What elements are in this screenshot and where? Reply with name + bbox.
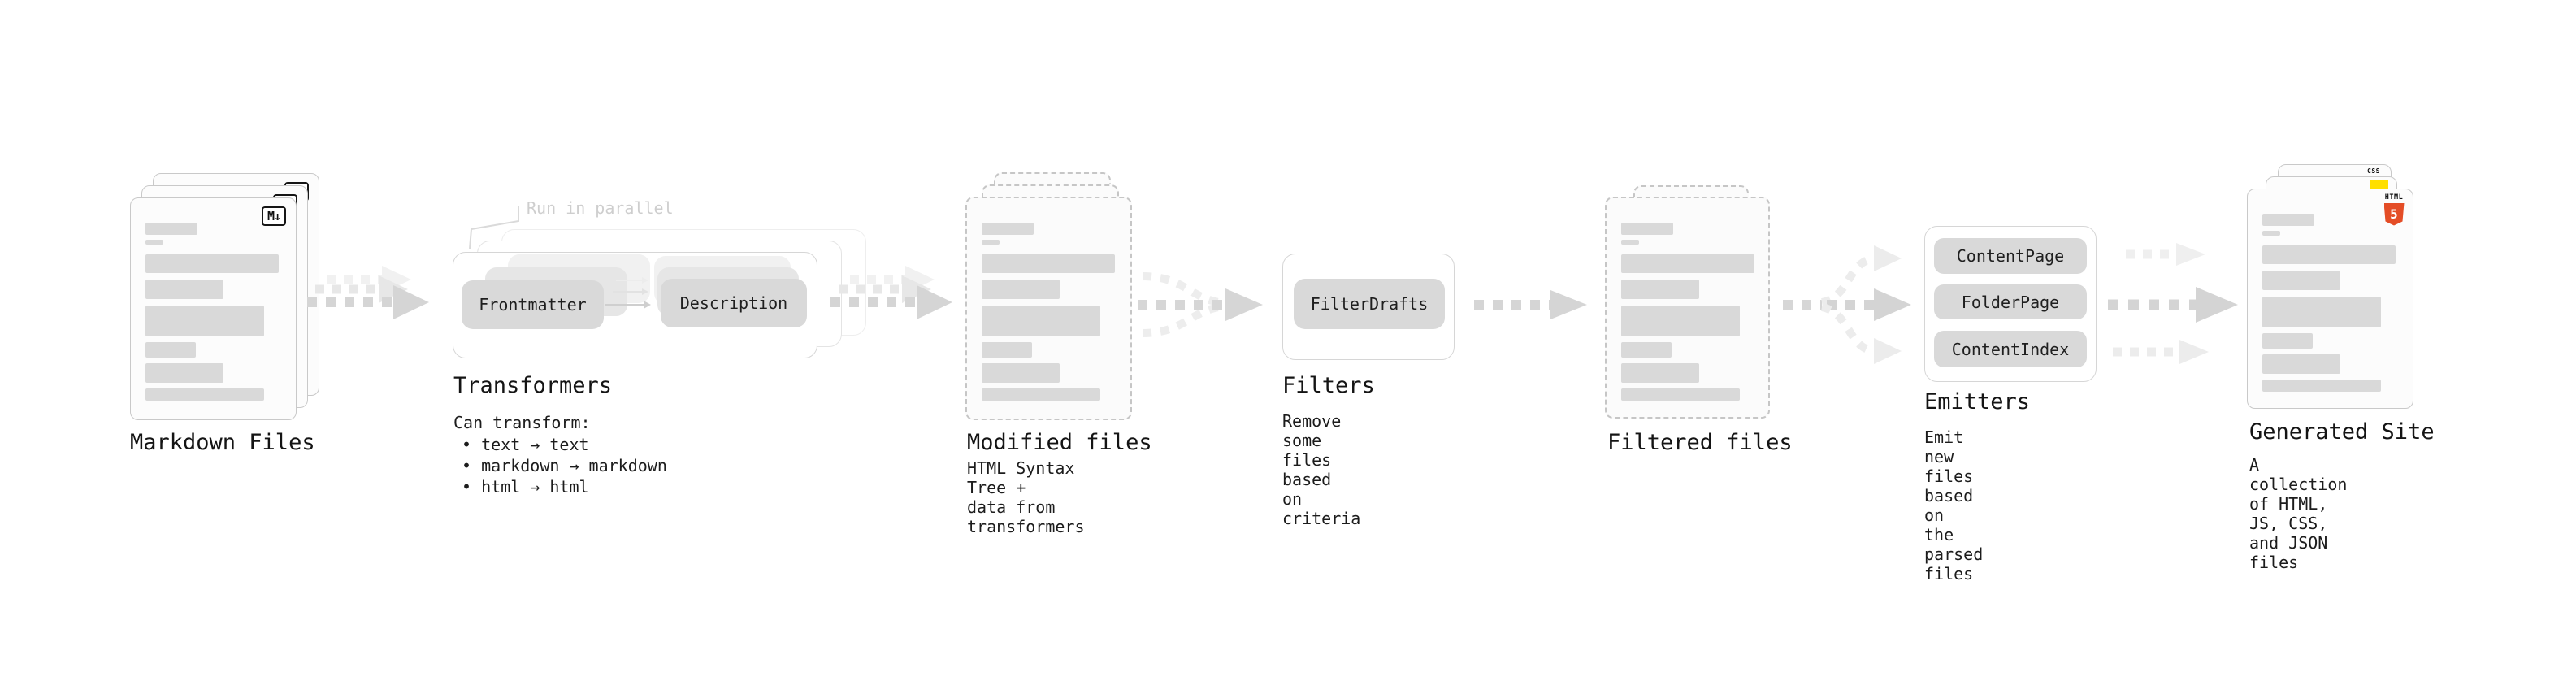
modified-files-label: Modified files: [967, 430, 1152, 455]
note-leader-line: [469, 206, 519, 249]
html5-file-icon: HTML 5: [2382, 194, 2406, 226]
text-line-placeholder: [145, 363, 223, 383]
site-file-card-html: HTML 5: [2247, 189, 2413, 409]
text-line-placeholder: [982, 342, 1032, 358]
folderpage-emitter-box: FolderPage: [1934, 284, 2087, 319]
text-line-placeholder: [145, 306, 264, 336]
text-line-placeholder: [982, 388, 1100, 401]
text-line-placeholder: [2262, 354, 2340, 374]
transformers-capabilities-list: • text → text • markdown → markdown • ht…: [462, 434, 667, 497]
transformers-label: Transformers: [453, 373, 613, 398]
html5-icon-label: HTML: [2384, 193, 2404, 202]
text-line-placeholder: [1621, 306, 1740, 336]
text-line-placeholder: [1621, 254, 1754, 273]
contentpage-emitter-box: ContentPage: [1934, 238, 2087, 274]
css-icon-label: CSS: [2367, 167, 2380, 175]
document-text-placeholder: [145, 198, 284, 419]
arrow-transformers-to-modified: [826, 257, 968, 338]
frontmatter-transformer-box: Frontmatter: [462, 280, 604, 329]
text-line-placeholder: [1621, 223, 1673, 235]
arrow-modified-to-filters: [1138, 272, 1263, 337]
text-line-placeholder: [982, 240, 1000, 245]
arrow-filters-to-filtered: [1474, 290, 1587, 319]
text-line-placeholder: [982, 306, 1100, 336]
capability-item: • html → html: [462, 477, 589, 497]
text-line-placeholder: [145, 280, 223, 299]
capability-item: • markdown → markdown: [462, 456, 667, 475]
text-line-placeholder: [2262, 245, 2396, 264]
transformers-caption-title: Can transform:: [453, 413, 591, 432]
text-line-placeholder: [2262, 380, 2381, 392]
document-text-placeholder: [982, 198, 1119, 419]
text-line-placeholder: [145, 240, 163, 245]
modified-file-card-front: [965, 197, 1132, 420]
description-transformer-box: Description: [661, 279, 807, 327]
text-line-placeholder: [145, 388, 264, 401]
contentindex-emitter-box: ContentIndex: [1934, 331, 2087, 367]
generated-site-caption: A collection of HTML, JS, CSS, and JSON …: [2249, 455, 2348, 572]
emitters-label: Emitters: [1924, 389, 2031, 414]
text-line-placeholder: [1621, 280, 1699, 299]
arrow-markdown-to-transformers: [302, 257, 445, 338]
filters-label: Filters: [1282, 373, 1375, 398]
markdown-file-card-front: M↓: [130, 197, 297, 420]
capability-item: • text → text: [462, 435, 589, 454]
generated-site-label: Generated Site: [2249, 419, 2435, 445]
text-line-placeholder: [2262, 297, 2381, 327]
text-line-placeholder: [1621, 342, 1672, 358]
text-line-placeholder: [145, 342, 196, 358]
markdown-icon: M↓: [261, 206, 286, 226]
filters-caption: Remove some files based on criteria: [1282, 411, 1361, 528]
text-line-placeholder: [2262, 271, 2340, 290]
arrow-emitters-to-site: [2108, 243, 2238, 364]
text-line-placeholder: [2262, 333, 2313, 349]
text-line-placeholder: [1621, 388, 1740, 401]
js-file-icon: [2370, 180, 2388, 191]
text-line-placeholder: [982, 254, 1115, 273]
filterdrafts-filter-box: FilterDrafts: [1294, 279, 1445, 329]
text-line-placeholder: [1621, 240, 1639, 245]
text-line-placeholder: [145, 223, 197, 235]
run-in-parallel-note: Run in parallel: [527, 198, 674, 218]
arrow-frontmatter-to-description: [605, 277, 651, 309]
text-line-placeholder: [145, 254, 279, 273]
html5-shield-icon: 5: [2383, 202, 2405, 226]
modified-files-caption: HTML Syntax Tree + data from transformer…: [967, 458, 1085, 536]
emitters-caption: Emit new files based on the parsed files: [1924, 427, 1984, 583]
markdown-files-label: Markdown Files: [130, 430, 315, 455]
filtered-files-label: Filtered files: [1607, 430, 1793, 455]
text-line-placeholder: [1621, 363, 1699, 383]
text-line-placeholder: [2262, 231, 2280, 236]
filtered-file-card-front: [1605, 197, 1770, 419]
document-text-placeholder: [1621, 198, 1757, 417]
text-line-placeholder: [2262, 214, 2314, 226]
arrow-filtered-to-emitters: [1783, 245, 1911, 364]
text-line-placeholder: [982, 363, 1060, 383]
text-line-placeholder: [982, 223, 1034, 235]
document-text-placeholder: [2262, 189, 2401, 408]
text-line-placeholder: [982, 280, 1060, 299]
